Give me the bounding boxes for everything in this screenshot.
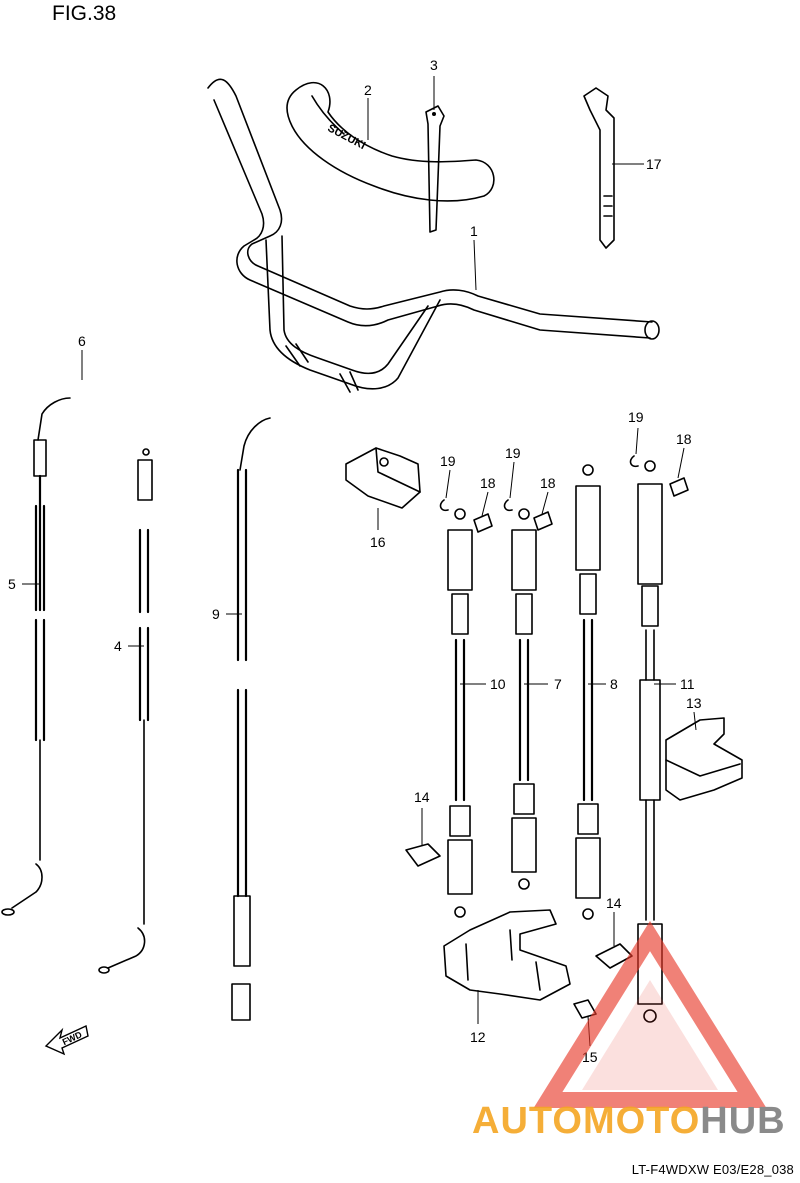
watermark-text: AUTOMOTOHUB	[472, 1100, 786, 1143]
callout-12: 12	[470, 1029, 486, 1045]
cable-4	[98, 448, 153, 974]
callout-17: 17	[646, 156, 662, 172]
callout-16: 16	[370, 534, 386, 550]
brand-mark: SUZUKI	[326, 122, 368, 152]
callout-19b: 19	[505, 445, 521, 461]
callout-1: 1	[470, 223, 478, 239]
callout-18a: 18	[480, 475, 496, 491]
cable-8	[575, 464, 601, 920]
watermark-logo	[533, 920, 767, 1108]
cable-clamp-3	[425, 105, 445, 233]
callout-18b: 18	[540, 475, 556, 491]
callout-4: 4	[114, 638, 122, 654]
leader-lines	[22, 76, 697, 1047]
bracket-16	[345, 447, 421, 509]
cable-7	[511, 508, 537, 890]
throttle-cable-5	[1, 397, 71, 916]
handlebar-pad: SUZUKI	[286, 82, 495, 202]
bolt-18	[473, 477, 689, 533]
callout-18c: 18	[676, 431, 692, 447]
callout-19a: 19	[440, 453, 456, 469]
callout-13: 13	[686, 695, 702, 711]
figure-code: LT-F4WDXW E03/E28_038	[631, 1162, 794, 1177]
callout-14a: 14	[414, 789, 430, 805]
callouts: 1 2 3 4 5 6 7 8 9 10 11 12 13 14 14 15 1…	[8, 57, 702, 1065]
cable-9	[231, 417, 271, 1021]
fwd-arrow-icon: FWD	[44, 1024, 89, 1056]
watermark-part2: HUB	[700, 1100, 786, 1142]
callout-6: 6	[78, 333, 86, 349]
watermark-part1: AUTOMOTO	[472, 1100, 701, 1142]
cable-10	[447, 508, 473, 918]
bracket-13	[665, 717, 743, 801]
bracket-12	[443, 909, 571, 1001]
callout-2: 2	[364, 82, 372, 98]
figure-title: FIG.38	[52, 2, 117, 25]
callout-3: 3	[430, 57, 438, 73]
handlebar	[207, 78, 660, 393]
callout-8: 8	[610, 676, 618, 692]
callout-11: 11	[680, 676, 695, 692]
clip-19	[439, 455, 639, 512]
cable-tie-17	[583, 87, 615, 249]
clip-14	[405, 843, 633, 969]
callout-10: 10	[490, 676, 506, 692]
callout-7: 7	[554, 676, 562, 692]
callout-9: 9	[212, 606, 220, 622]
callout-14b: 14	[606, 895, 622, 911]
callout-5: 5	[8, 576, 16, 592]
callout-19c: 19	[628, 409, 644, 425]
